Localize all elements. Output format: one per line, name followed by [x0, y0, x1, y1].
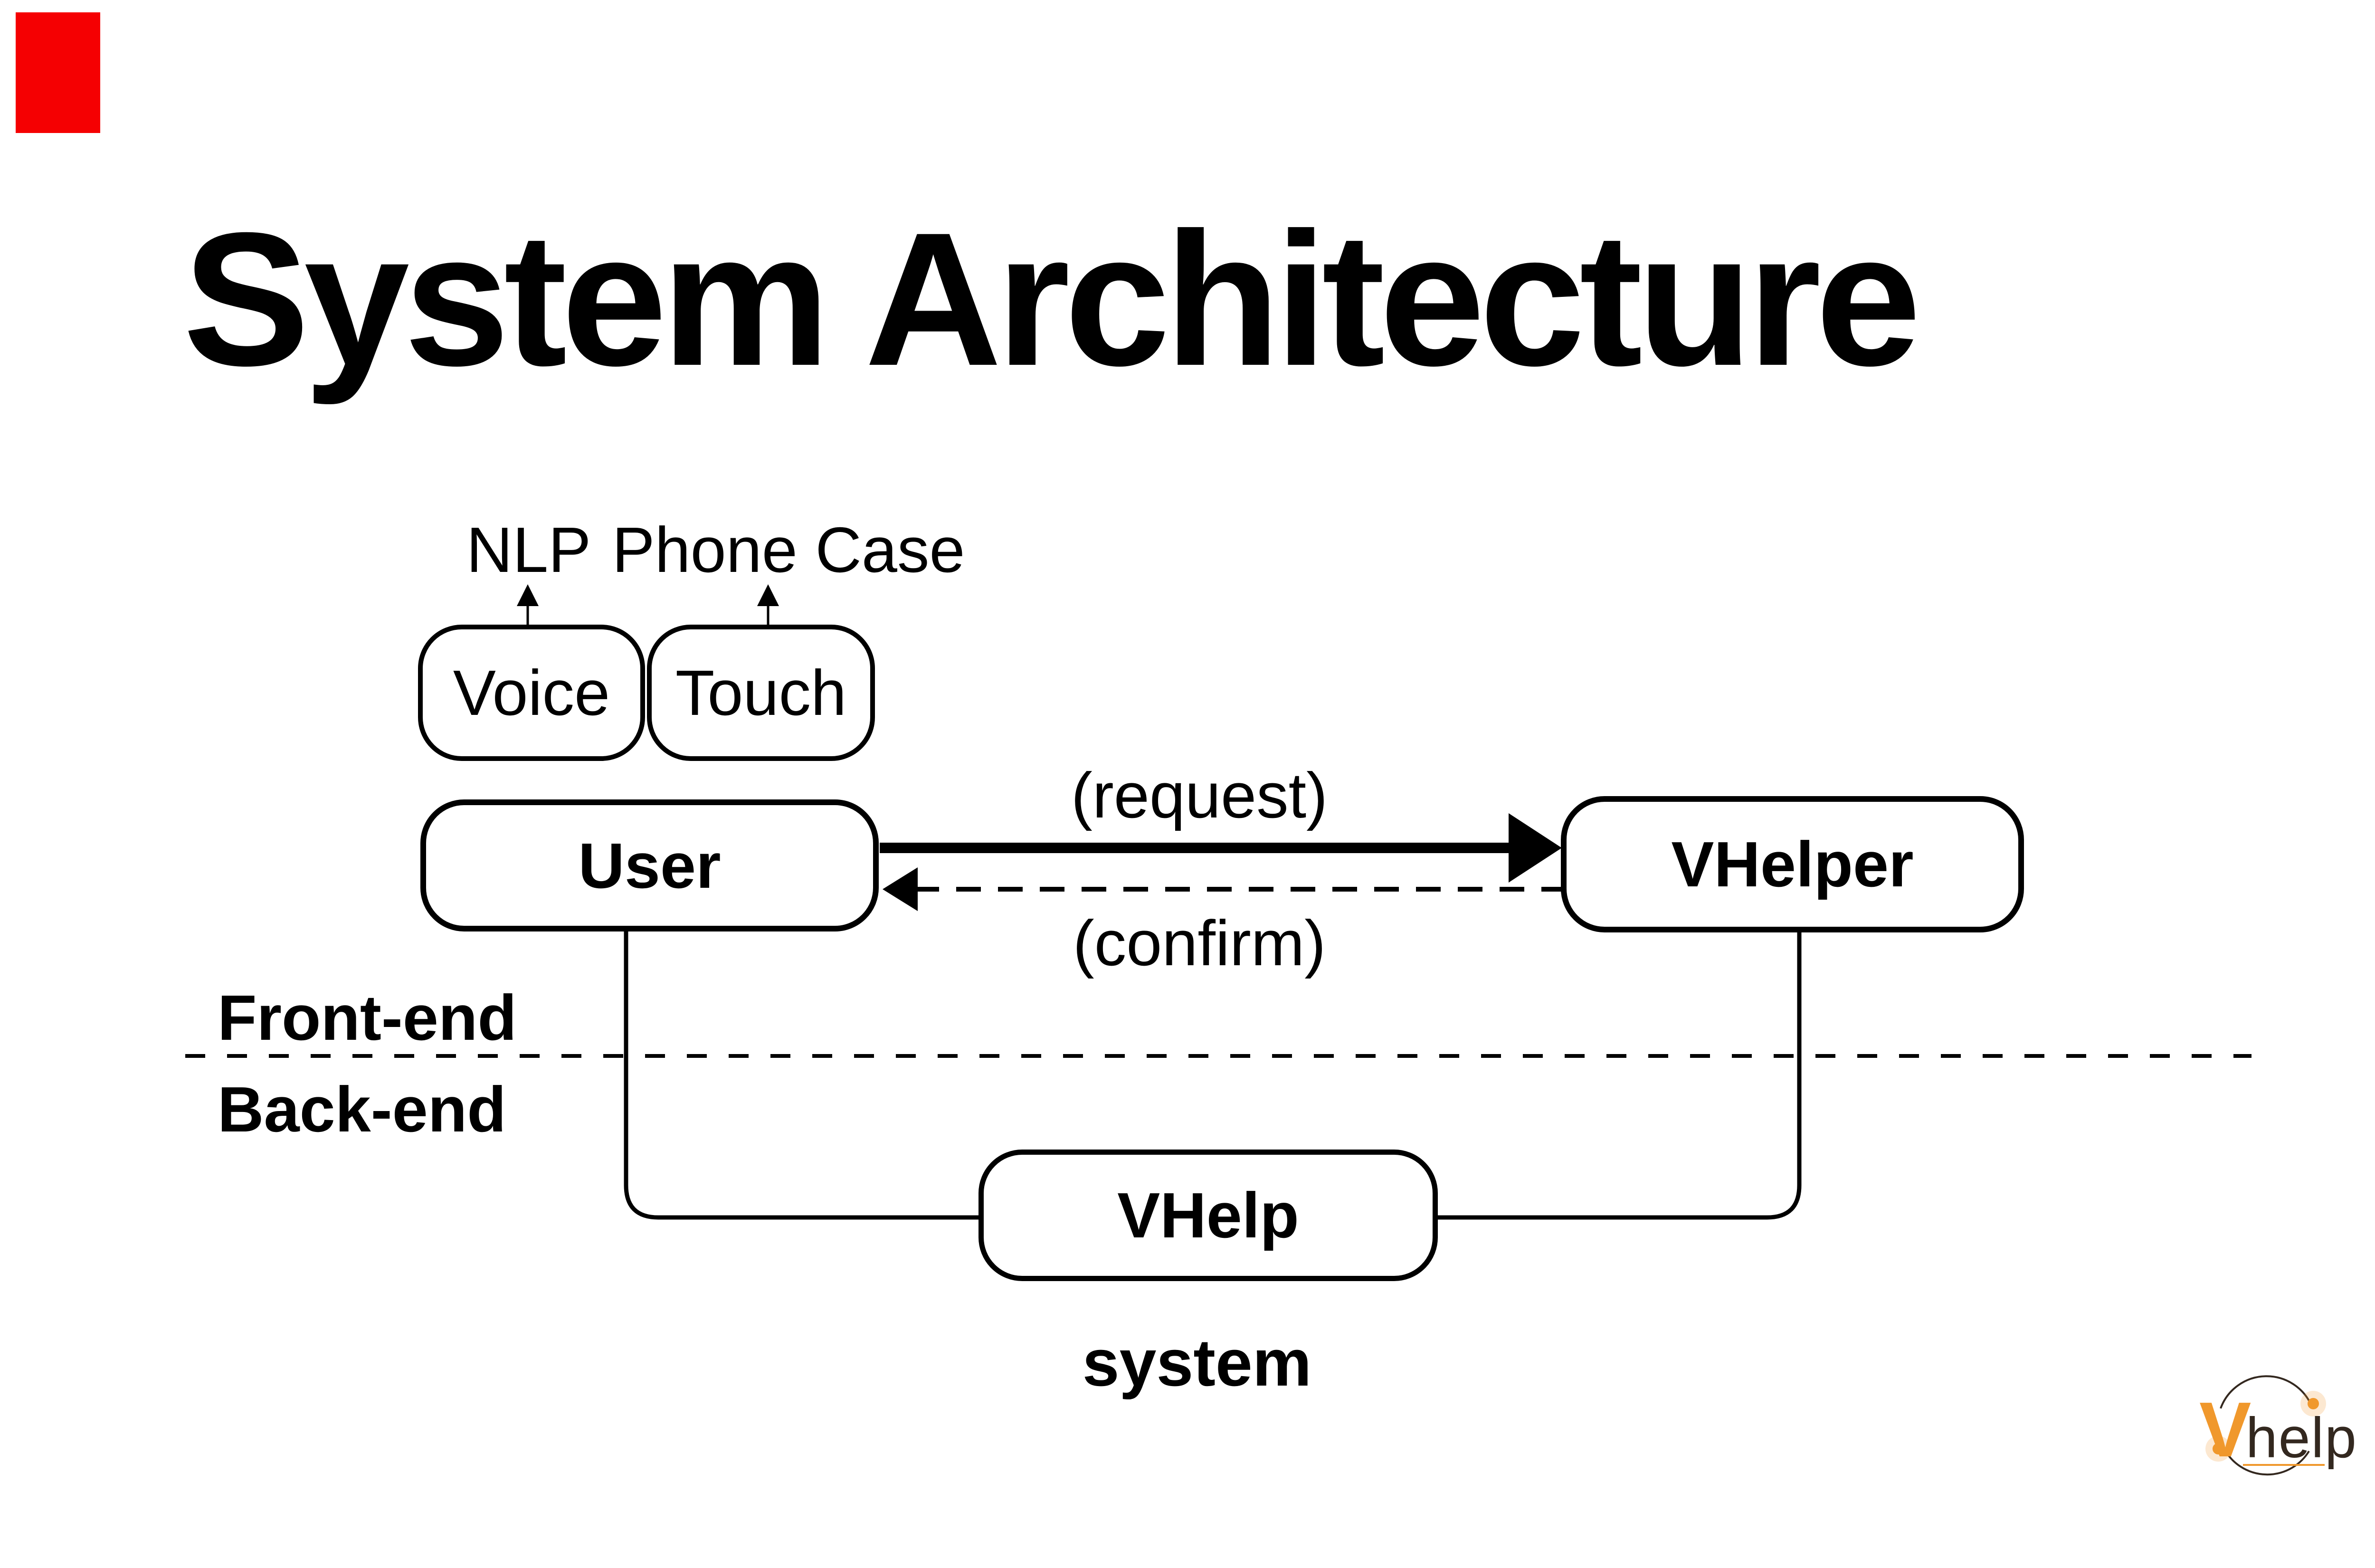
vhelp-box: VHelp — [978, 1150, 1438, 1281]
page-title: System Architecture — [183, 193, 1921, 405]
vhelp-logo: V help — [2185, 1363, 2375, 1520]
touch-box: Touch — [647, 625, 875, 761]
logo-help-text: help — [2246, 1406, 2357, 1470]
confirm-edge-label: (confirm) — [1073, 907, 1326, 979]
voice-box-label: Voice — [453, 657, 610, 729]
phone-case-annotation: Phone Case — [612, 514, 965, 586]
nlp-arrow — [517, 584, 539, 626]
back-end-layer-label: Back-end — [218, 1074, 506, 1145]
front-end-layer-label: Front-end — [218, 982, 517, 1054]
user-box-label: User — [578, 829, 721, 902]
vhelper-box-label: VHelper — [1671, 828, 1914, 900]
nlp-annotation: NLP — [466, 514, 591, 586]
request-arrow — [880, 813, 1562, 883]
phone-case-arrow — [757, 584, 779, 626]
vhelper-box: VHelper — [1561, 796, 2024, 932]
vhelp-box-label: VHelp — [1117, 1179, 1299, 1251]
user-vhelp-connector — [624, 930, 979, 1220]
vhelper-vhelp-connector — [1437, 931, 1802, 1220]
user-box: User — [420, 799, 879, 931]
confirm-arrow — [883, 867, 1562, 911]
voice-box: Voice — [418, 625, 645, 761]
red-accent-bar — [16, 12, 100, 133]
touch-box-label: Touch — [675, 657, 847, 729]
system-caption: system — [1082, 1325, 1312, 1400]
logo-circle-arcs — [2205, 1375, 2326, 1476]
logo-underline — [2243, 1464, 2325, 1466]
request-edge-label: (request) — [1071, 760, 1328, 831]
logo-v-letter: V — [2199, 1386, 2252, 1473]
